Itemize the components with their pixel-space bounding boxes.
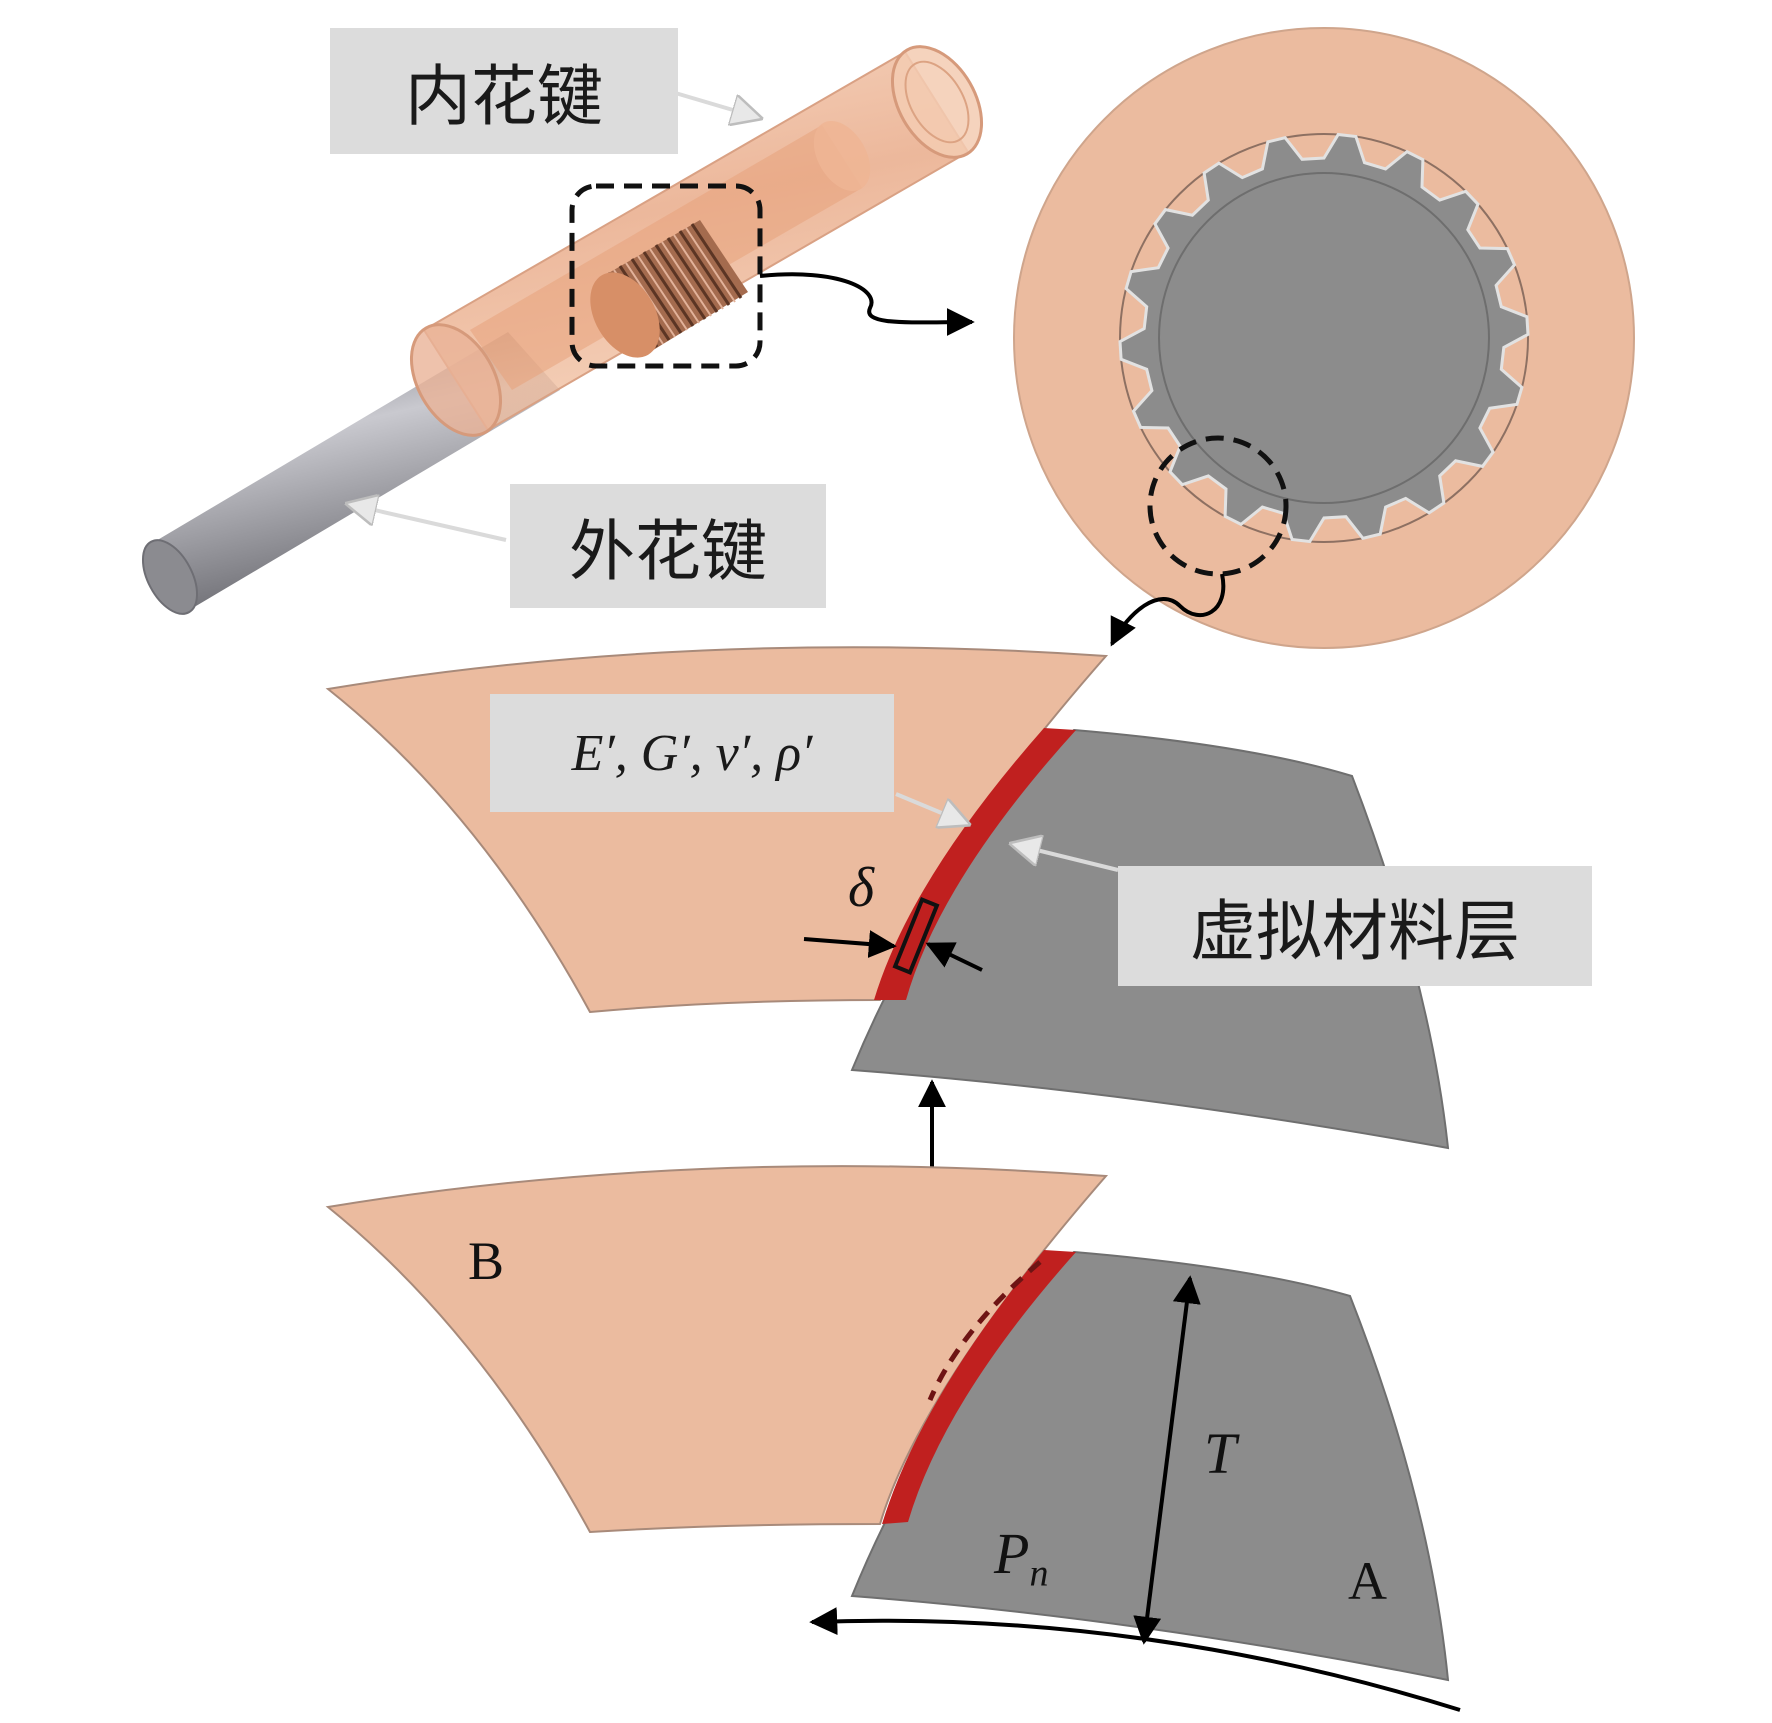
leader-virtual-layer [1012, 844, 1119, 872]
leader-inner-spline [671, 90, 760, 118]
thickness-arrow-right [925, 942, 983, 972]
inner-spline-sector-bottom [325, 1165, 1109, 1534]
thickness-arrow-left [803, 930, 897, 959]
leader-outer-spline [348, 504, 507, 542]
leader-material-props [895, 792, 968, 824]
rotation-arc-arrow [809, 1607, 1461, 1712]
label-outer-spline: 外花键 [510, 484, 826, 608]
normal-pressure-symbol: Pn [994, 1520, 1048, 1596]
normal-pressure-main: P [994, 1521, 1030, 1586]
thickness-marker [892, 897, 940, 975]
torque-symbol: T [1204, 1421, 1237, 1486]
part-a-label: A [1348, 1551, 1387, 1611]
label-inner-spline-text: 内花键 [405, 58, 603, 135]
label-virtual-material-layer: 虚拟材料层 [1118, 866, 1592, 986]
spline-teeth-region [590, 220, 748, 358]
spline-assembly-3d [141, 45, 984, 615]
part-b-label: B [468, 1231, 505, 1291]
zoom-box [569, 183, 763, 369]
label-virtual-material-layer-text: 虚拟材料层 [1190, 893, 1520, 970]
spline-cross-section [1013, 27, 1635, 649]
normal-pressure-subscript: n [1029, 1552, 1049, 1595]
thickness-symbol: δ [848, 857, 875, 919]
leader-arrows [348, 90, 1119, 872]
detail-circle [1147, 435, 1289, 577]
detail-original-contact [325, 1165, 1461, 1712]
virtual-material-layer-bottom [882, 1250, 1076, 1524]
zoom-arrow-to-section [759, 272, 975, 337]
detail-arrow [1110, 573, 1226, 647]
label-inner-spline: 内花键 [330, 28, 678, 154]
torque-arrow [1133, 1275, 1201, 1645]
label-material-properties-text: E′, G′, ν′, ρ′ [571, 724, 813, 782]
label-material-properties: E′, G′, ν′, ρ′ [490, 694, 894, 812]
label-outer-spline-text: 外花键 [569, 513, 767, 590]
